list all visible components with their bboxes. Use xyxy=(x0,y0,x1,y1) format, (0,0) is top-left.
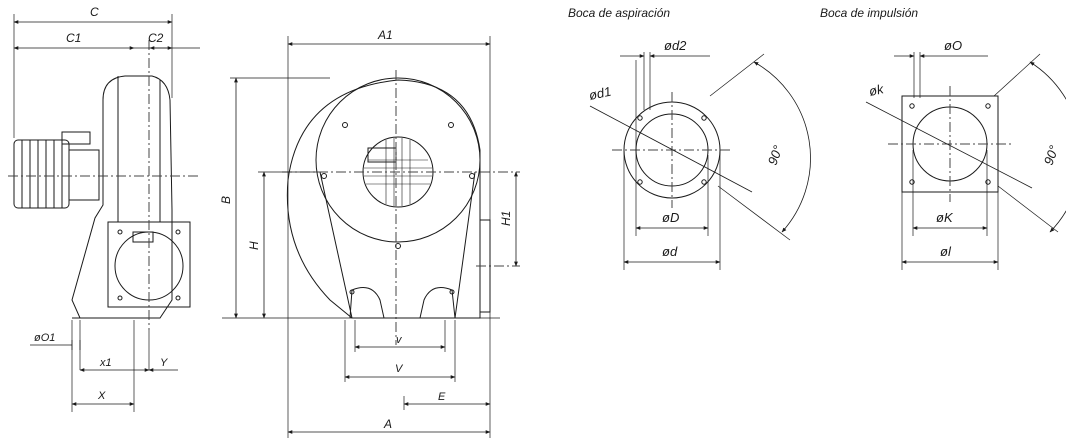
dim-A: A xyxy=(383,417,392,431)
suction-caption: Boca de aspiración xyxy=(568,6,671,20)
dim-l: øl xyxy=(940,244,952,259)
dim-d2: ød2 xyxy=(664,38,687,53)
fan-housing-side xyxy=(71,75,173,319)
dim-V: V xyxy=(395,363,404,375)
terminal-box xyxy=(61,131,91,145)
dim-X: X xyxy=(97,390,106,402)
support-frame xyxy=(319,171,476,319)
scroll-housing xyxy=(286,79,481,319)
dim-d1: ød1 xyxy=(588,84,613,103)
dim-D: øD xyxy=(662,210,679,225)
dim-angle-discharge: 90° xyxy=(1041,143,1062,167)
dim-Y: Y xyxy=(160,357,168,369)
dim-v: v xyxy=(396,334,403,346)
dim-B: B xyxy=(219,196,233,204)
dim-angle-suction: 90° xyxy=(765,143,786,167)
dim-k: øk xyxy=(868,81,887,99)
dim-O1: øO1 xyxy=(34,332,55,344)
dim-C2: C2 xyxy=(148,31,164,45)
discharge-flange-view xyxy=(865,52,1066,270)
dim-K: øK xyxy=(936,210,954,225)
motor-flange xyxy=(68,149,100,201)
suction-flange-view xyxy=(589,52,811,270)
dim-H: H xyxy=(247,241,261,250)
dim-E: E xyxy=(438,391,446,403)
dim-O: øO xyxy=(944,38,962,53)
front-view xyxy=(222,36,520,438)
dim-d: ød xyxy=(662,244,678,259)
dim-H1: H1 xyxy=(499,211,513,226)
side-view xyxy=(8,14,200,412)
dim-C1: C1 xyxy=(66,31,81,45)
dim-x1: x1 xyxy=(99,357,112,369)
dim-C: C xyxy=(90,5,99,19)
impeller-cover xyxy=(315,77,481,243)
discharge-caption: Boca de impulsión xyxy=(820,6,919,20)
dim-A1: A1 xyxy=(377,28,393,42)
